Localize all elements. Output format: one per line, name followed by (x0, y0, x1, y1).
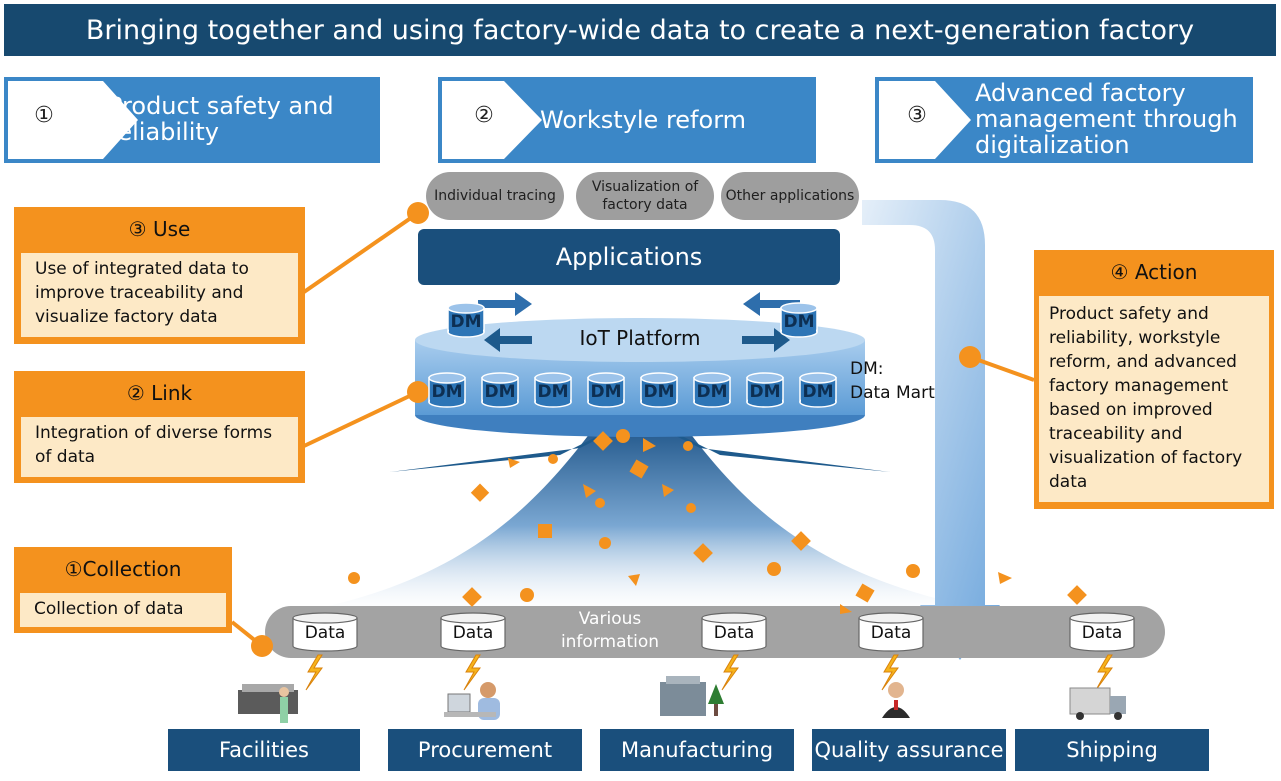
chevron-icon (879, 81, 971, 159)
source-manufacturing: Manufacturing (600, 729, 794, 771)
source-quality-assurance: Quality assurance (812, 729, 1006, 771)
goal-number: ② (474, 103, 494, 128)
goal-number: ① (34, 103, 54, 128)
iot-platform-label: IoT Platform (579, 326, 701, 350)
chevron-icon (442, 81, 542, 159)
step-action-desc: Product safety and reliability, workstyl… (1039, 296, 1269, 502)
applications-box: Applications (418, 229, 840, 285)
source-procurement: Procurement (388, 729, 582, 771)
source-facilities: Facilities (168, 729, 360, 771)
app-individual-tracing: Individual tracing (426, 172, 564, 220)
step-use-title: ③ Use (128, 217, 191, 241)
source-shipping: Shipping (1015, 729, 1209, 771)
goal-2: ② Workstyle reform (438, 77, 816, 163)
goal-number: ③ (907, 103, 927, 128)
manufacturing-icon (660, 676, 724, 716)
step-collection-title: ①Collection (64, 557, 182, 581)
goal-1: ① Product safety and reliability (4, 77, 380, 163)
app-other: Other applications (721, 172, 859, 220)
goal-3: ③ Advanced factory management through di… (875, 77, 1253, 163)
step-link-desc: Integration of diverse forms of data (21, 417, 298, 477)
quality-icon (882, 682, 910, 718)
step-use-desc: Use of integrated data to improve tracea… (21, 253, 298, 337)
dm-legend-abbr: DM: (850, 359, 884, 379)
goal-label: Workstyle reform (540, 106, 747, 134)
step-link: ② Link Integration of diverse forms of d… (14, 371, 305, 483)
dm-legend-full: Data Mart (850, 383, 935, 403)
page-title: Bringing together and using factory-wide… (4, 4, 1276, 56)
goal-label: Advanced factory management through digi… (975, 79, 1238, 159)
facilities-icon (238, 684, 298, 723)
various-information-label: Various information (560, 609, 660, 652)
chevron-icon (8, 81, 138, 159)
step-action-title: ④ Action (1110, 260, 1198, 284)
step-link-title: ② Link (126, 381, 193, 405)
goal-label: Product safety and reliability (108, 92, 334, 146)
step-collection-desc: Collection of data (20, 593, 226, 627)
shipping-icon (1069, 687, 1126, 720)
step-action: ④ Action Product safety and reliability,… (1034, 250, 1274, 509)
app-visualization: Visualization of factory data (576, 172, 714, 220)
step-use: ③ Use Use of integrated data to improve … (14, 207, 305, 344)
procurement-icon (444, 682, 500, 720)
step-collection: ①Collection Collection of data (14, 547, 232, 633)
